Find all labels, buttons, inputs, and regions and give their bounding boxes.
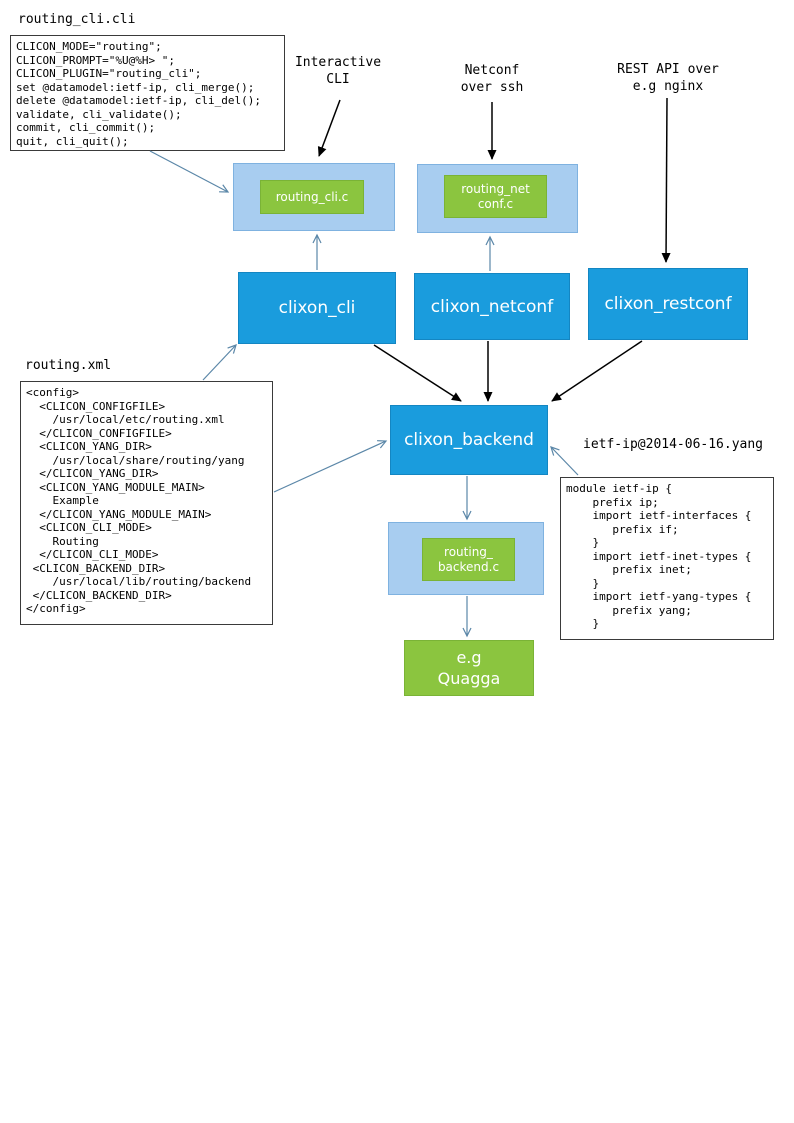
quagga-node: e.g Quagga [404,640,534,696]
backend-plugin-container: routing_ backend.c [388,522,544,595]
rest-api-label: REST API over e.g nginx [617,62,719,94]
ietf-ip-yang-box: module ietf-ip { prefix ip; import ietf-… [560,477,774,640]
arrow-interactive-cli-to-cli-plugin [317,99,341,157]
arrow-restconf-to-backend [551,340,643,402]
netconf-over-ssh-label: Netconf over ssh [460,63,524,95]
arrow-yang-to-backend [550,446,579,476]
ietf-ip-yang-label: ietf-ip@2014-06-16.yang [583,437,764,452]
routing-cli-c-node: routing_cli.c [260,180,364,214]
cli-plugin-container: routing_cli.c [233,163,395,231]
arrow-cli-config-to-cli-plugin [149,150,230,193]
interactive-cli-label: Interactive CLI [294,55,382,87]
arrow-xml-config-to-backend [273,440,388,493]
routing-cli-file-label: routing_cli.cli [18,12,136,27]
clixon-restconf-node: clixon_restconf [588,268,748,340]
arrow-xml-config-to-clixon-cli [202,344,237,381]
arrow-rest-api-to-restconf [661,97,671,263]
clixon-netconf-node: clixon_netconf [414,273,570,340]
netconf-plugin-container: routing_net conf.c [417,164,578,233]
clixon-cli-node: clixon_cli [238,272,396,344]
routing-cli-config-box: CLICON_MODE="routing"; CLICON_PROMPT="%U… [10,35,285,151]
arrow-cli-to-backend [373,344,462,402]
routing-netconf-c-node: routing_net conf.c [444,175,547,218]
routing-xml-label: routing.xml [25,358,112,373]
clixon-backend-node: clixon_backend [390,405,548,475]
routing-xml-config-box: <config> <CLICON_CONFIGFILE> /usr/local/… [20,381,273,625]
routing-backend-c-node: routing_ backend.c [422,538,515,581]
